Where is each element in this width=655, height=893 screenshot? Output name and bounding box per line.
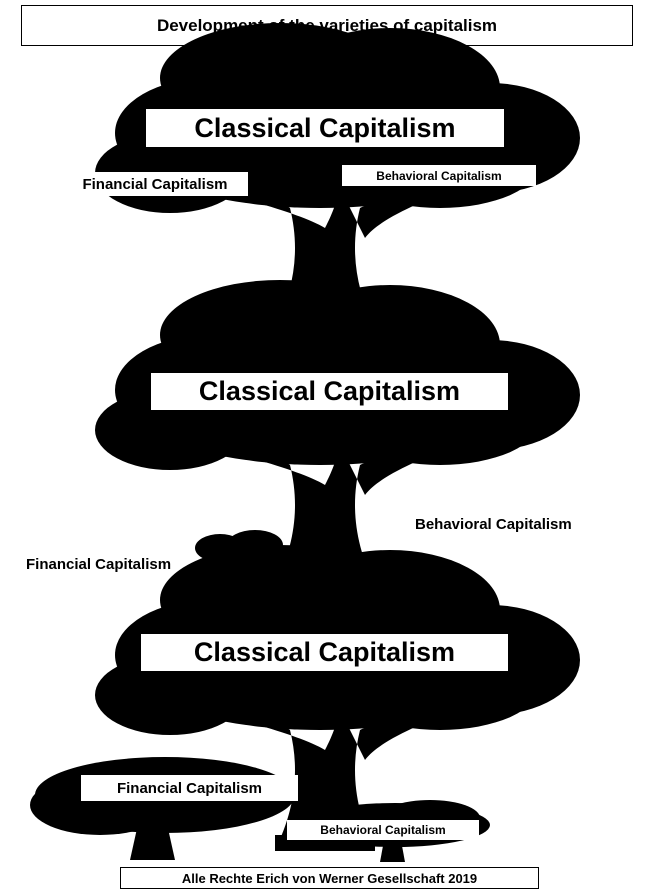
- stage-2-behavioral-label: Behavioral Capitalism: [415, 516, 572, 533]
- stage-1-financial-label: Financial Capitalism: [62, 172, 248, 196]
- tree-stage-3: [30, 545, 580, 862]
- stage-2-classical-label: Classical Capitalism: [151, 373, 508, 410]
- stage-3-financial-label: Financial Capitalism: [81, 775, 298, 801]
- stage-1-behavioral-label: Behavioral Capitalism: [342, 165, 536, 186]
- stage-3-classical-label: Classical Capitalism: [141, 634, 508, 671]
- stage-2-financial-label: Financial Capitalism: [26, 556, 172, 573]
- copyright-footer: Alle Rechte Erich von Werner Gesellschaf…: [120, 867, 539, 889]
- tree-stage-2: [95, 280, 580, 586]
- stage-3-behavioral-label: Behavioral Capitalism: [287, 820, 479, 840]
- behavioral-tree-trunk-3: [380, 835, 405, 862]
- copyright-text: Alle Rechte Erich von Werner Gesellschaf…: [181, 870, 478, 886]
- financial-tree-trunk-3: [130, 815, 175, 860]
- stage-1-classical-label: Classical Capitalism: [146, 109, 504, 147]
